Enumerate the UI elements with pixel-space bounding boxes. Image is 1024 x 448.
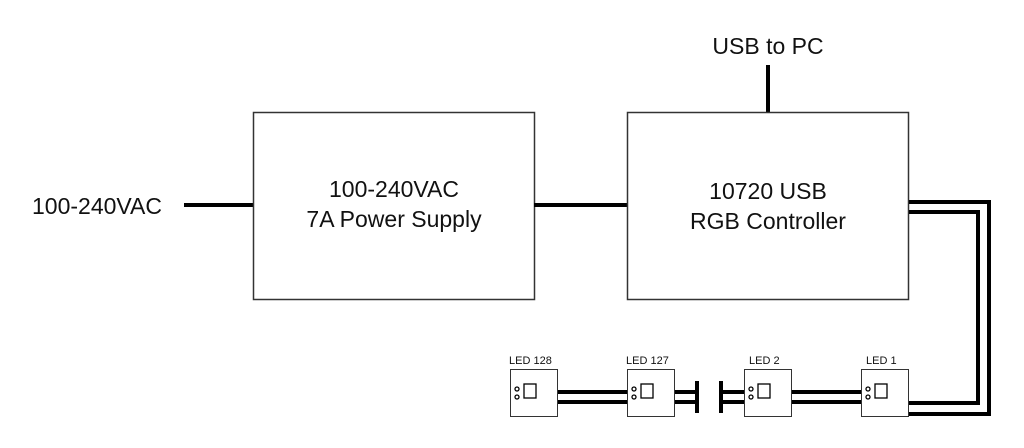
controller-line1: 10720 USB [709,178,827,204]
led-chain-wires [557,381,862,413]
led-label: LED 1 [866,355,897,367]
power-supply-box [252,111,536,301]
led-chip-icon [523,383,537,399]
led-128: LED 128 [509,355,558,417]
led-127: LED 127 [626,355,675,417]
input-voltage-label: 100-240VAC [32,193,162,219]
led-label: LED 128 [509,355,552,367]
led-pin-icon [748,386,754,392]
power-supply-line2: 7A Power Supply [306,206,482,232]
led-pin-icon [748,394,754,400]
led-pin-icon [631,394,637,400]
led-1: LED 1 [861,355,909,417]
led-pin-icon [631,386,637,392]
led-pin-icon [514,394,520,400]
data-wire-inner [908,210,980,405]
led-chip-icon [757,383,771,399]
controller-line2: RGB Controller [690,208,846,234]
led-chip-icon [874,383,888,399]
led-label: LED 2 [749,355,780,367]
led-pin-icon [514,386,520,392]
led-2: LED 2 [744,355,792,417]
data-wire-outer [908,200,991,416]
controller-box [626,111,910,301]
led-label: LED 127 [626,355,669,367]
led-pin-icon [865,394,871,400]
led-chip-icon [640,383,654,399]
usb-label: USB to PC [712,33,823,59]
led-pin-icon [865,386,871,392]
power-supply-line1: 100-240VAC [329,176,459,202]
